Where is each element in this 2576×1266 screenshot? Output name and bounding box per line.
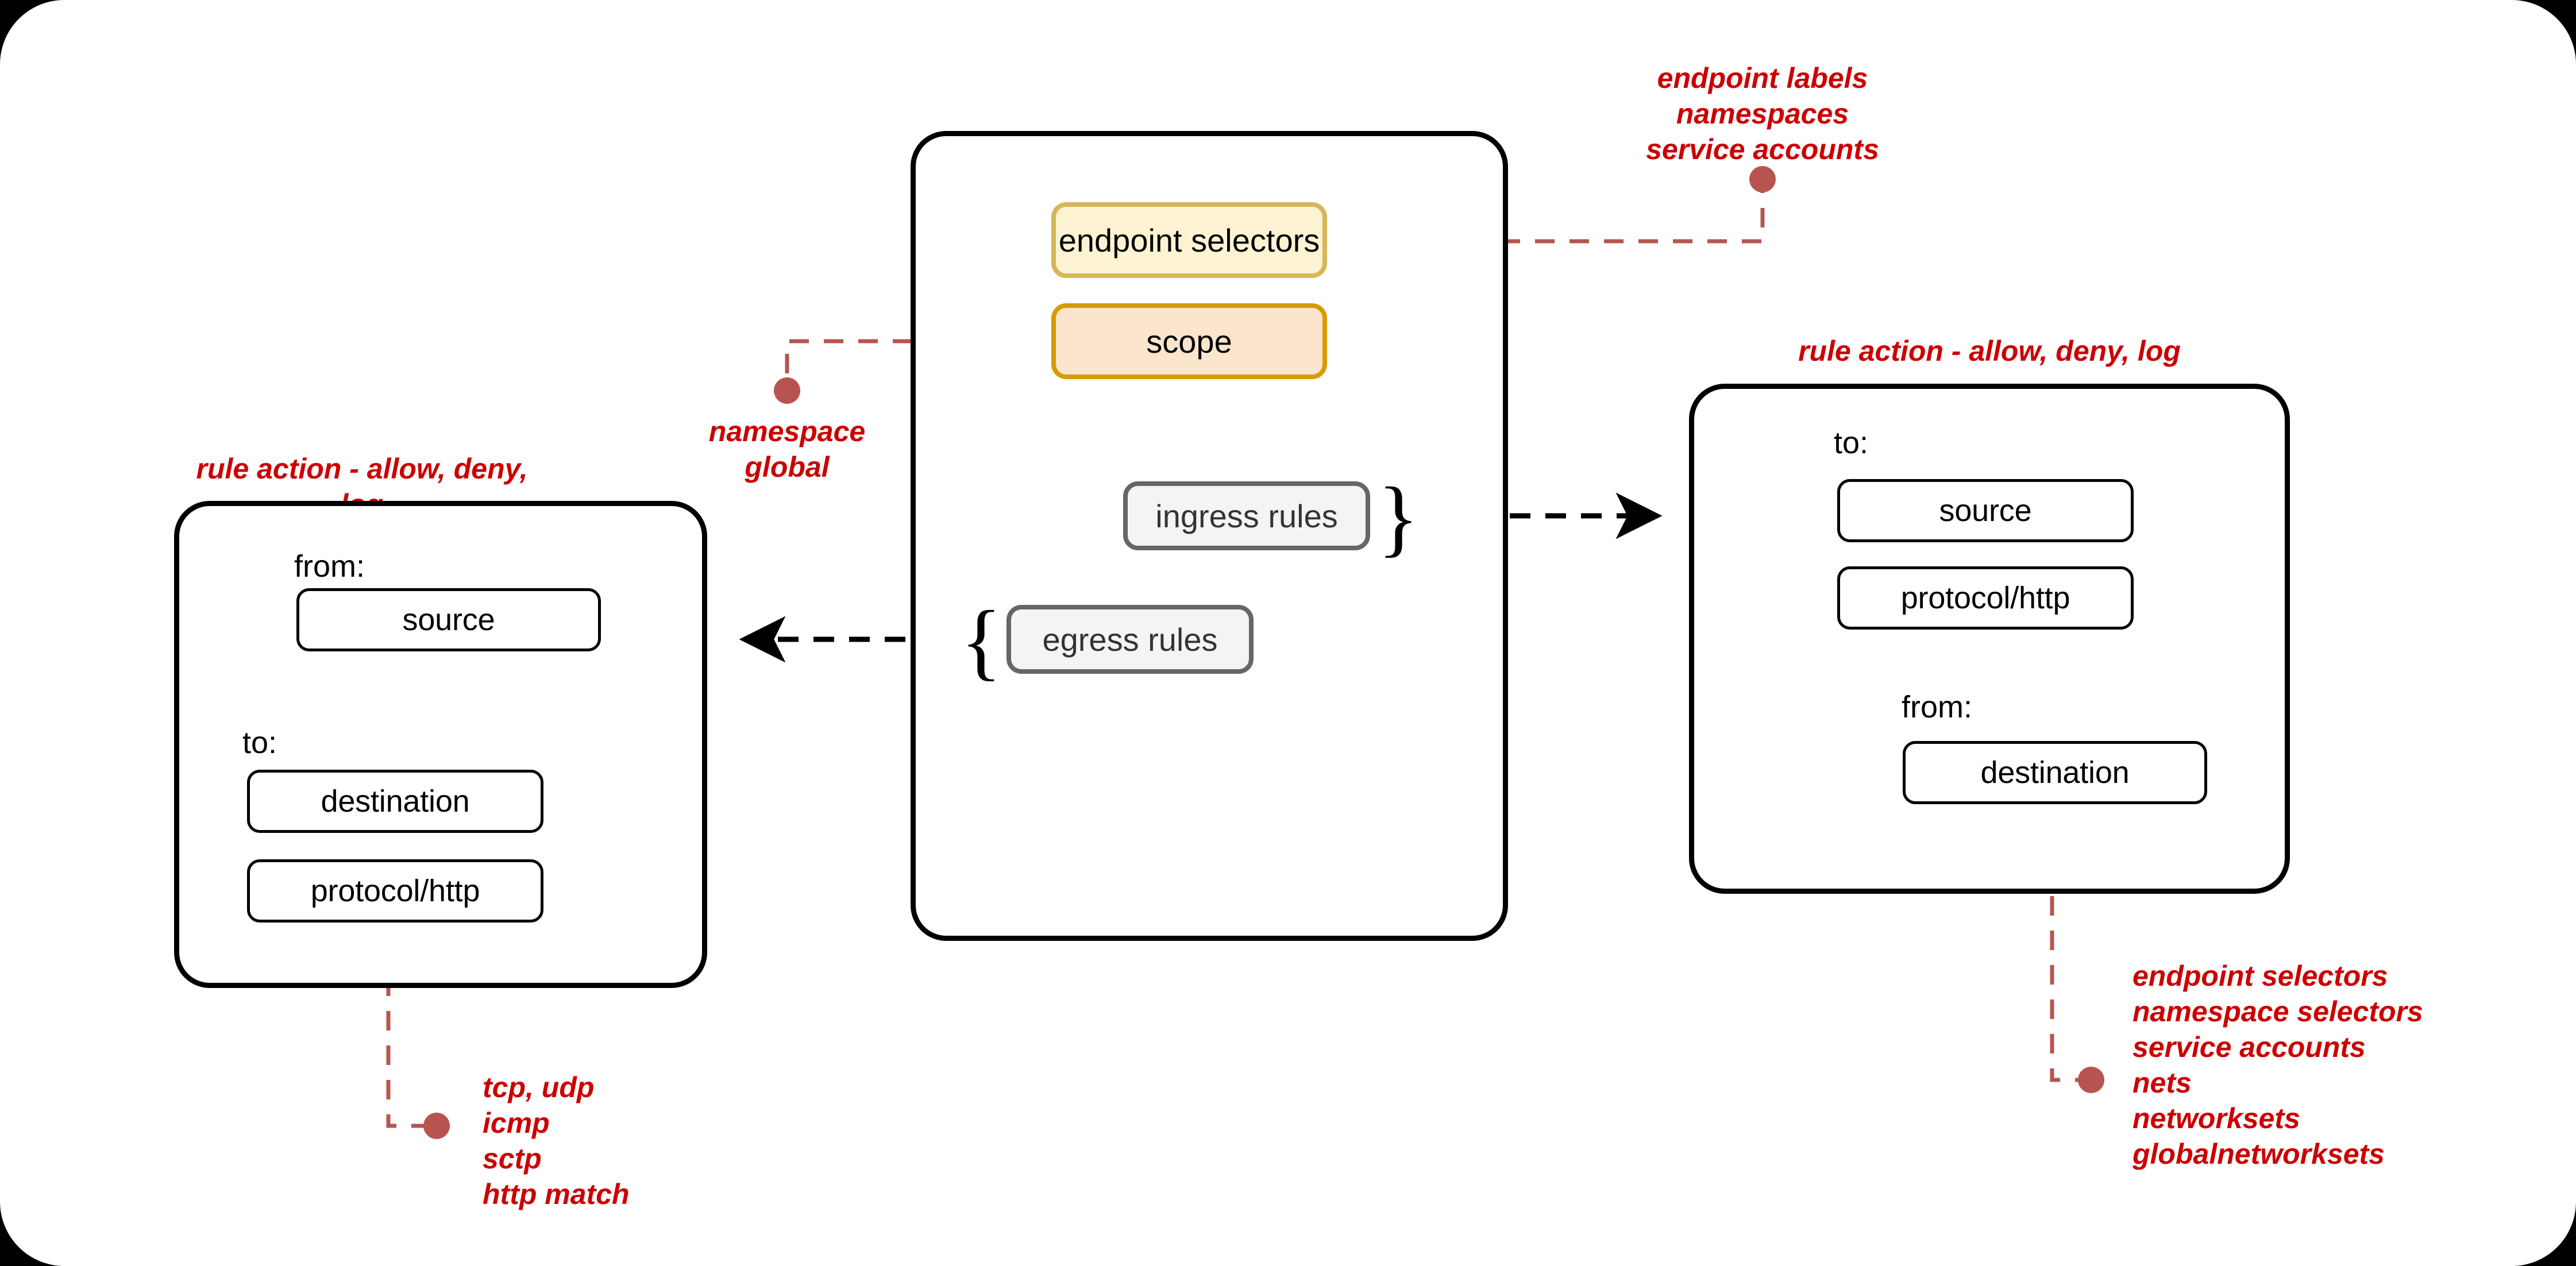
right-protocol-box[interactable]: protocol/http xyxy=(1837,566,2134,630)
ingress-rule-panel[interactable] xyxy=(1689,384,2290,894)
scope-label: scope xyxy=(1146,323,1232,360)
egress-rules-box[interactable]: egress rules xyxy=(1007,605,1254,674)
egress-rules-label: egress rules xyxy=(1042,621,1218,658)
right-from-label: from: xyxy=(1902,690,1973,724)
left-source-box[interactable]: source xyxy=(296,588,601,651)
left-destination-box[interactable]: destination xyxy=(247,770,543,833)
annotation-protocol-left: tcp, udp icmp sctp http match xyxy=(483,1071,630,1210)
annotation-scope: namespace global xyxy=(708,415,866,483)
left-rule-action-heading: rule action - allow, deny, log xyxy=(196,453,528,520)
left-from-label: from: xyxy=(294,549,365,584)
left-to-label: to: xyxy=(242,725,277,760)
endpoint-selectors-label: endpoint selectors xyxy=(1058,222,1320,258)
endpoint-selectors-box[interactable]: endpoint selectors xyxy=(1051,202,1327,278)
right-source-box[interactable]: source xyxy=(1837,479,2134,542)
annotation-destination-right: endpoint selectors namespace selectors s… xyxy=(2132,960,2423,1170)
scope-box[interactable]: scope xyxy=(1051,303,1327,379)
left-protocol-box[interactable]: protocol/http xyxy=(247,859,543,923)
right-destination-box[interactable]: destination xyxy=(1903,741,2207,804)
ingress-rules-label: ingress rules xyxy=(1155,497,1338,534)
ingress-rules-box[interactable]: ingress rules xyxy=(1123,481,1370,550)
ingress-brace: } xyxy=(1378,470,1419,565)
egress-brace: { xyxy=(961,593,1002,689)
right-to-label: to: xyxy=(1834,426,1869,460)
annotation-endpoint-selectors: endpoint labels namespaces service accou… xyxy=(1646,62,1879,165)
right-rule-action-heading: rule action - allow, deny, log xyxy=(1798,335,2181,367)
